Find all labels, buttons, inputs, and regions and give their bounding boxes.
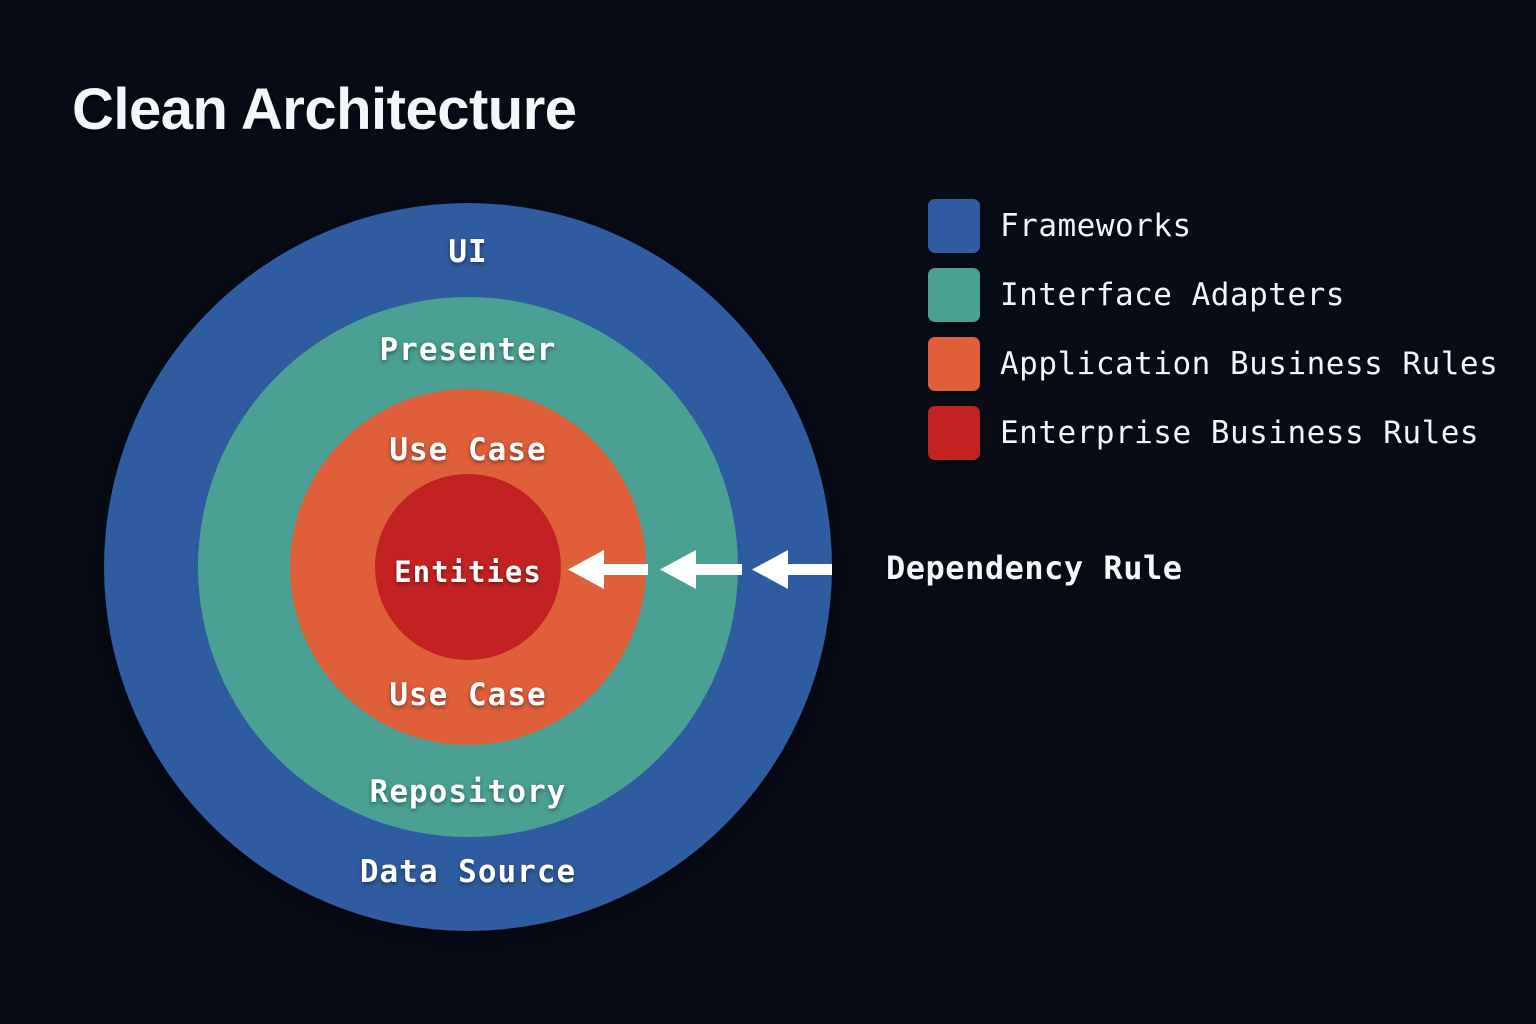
legend-item-frameworks[interactable]: Frameworks: [928, 198, 1508, 254]
concentric-ring-diagram: UI Presenter Use Case Entities Use Case …: [104, 203, 832, 931]
legend-swatch-enterprise-business-rules: [928, 406, 980, 460]
legend-item-interface-adapters[interactable]: Interface Adapters: [928, 267, 1508, 323]
ring-enterprise-business-rules[interactable]: [375, 474, 561, 660]
legend-label-frameworks: Frameworks: [1000, 208, 1192, 244]
dependency-rule-label: Dependency Rule: [886, 549, 1183, 587]
legend: Frameworks Interface Adapters Applicatio…: [928, 198, 1508, 474]
legend-label-application-business-rules: Application Business Rules: [1000, 346, 1499, 382]
page-title: Clean Architecture: [72, 77, 577, 142]
legend-label-enterprise-business-rules: Enterprise Business Rules: [1000, 415, 1480, 451]
legend-label-interface-adapters: Interface Adapters: [1000, 277, 1345, 313]
legend-item-application-business-rules[interactable]: Application Business Rules: [928, 336, 1508, 392]
legend-swatch-frameworks: [928, 199, 980, 253]
legend-swatch-interface-adapters: [928, 268, 980, 322]
legend-swatch-application-business-rules: [928, 337, 980, 391]
legend-item-enterprise-business-rules[interactable]: Enterprise Business Rules: [928, 405, 1508, 461]
